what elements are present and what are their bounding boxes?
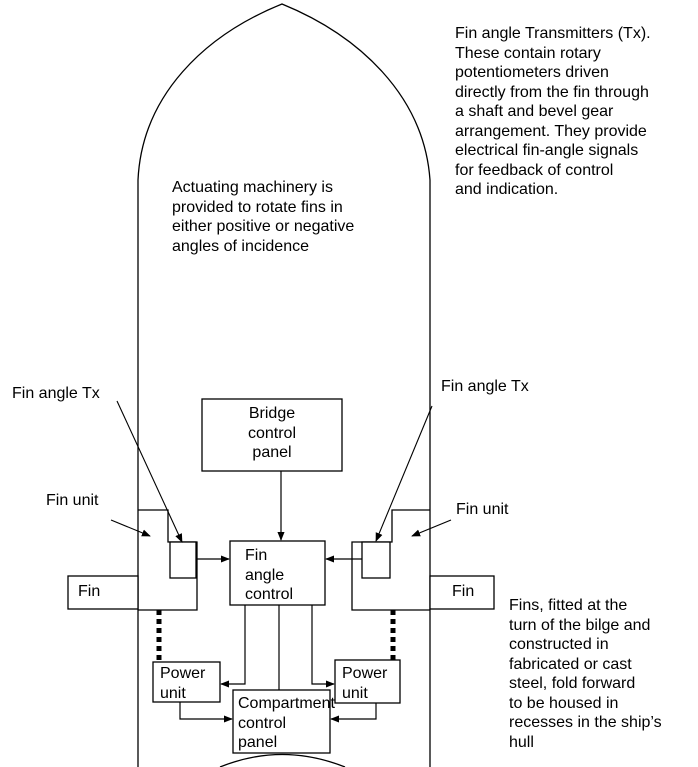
arrow-control-to-right-power: [311, 605, 335, 688]
fins-description: Fins, fitted at the turn of the bilge an…: [509, 597, 662, 751]
right-fin-angle-tx-box: [361, 541, 391, 579]
leader-right-fin-unit: [411, 519, 452, 537]
arrow-control-to-left-power: [220, 605, 246, 688]
left-fin-angle-tx-box: [169, 541, 197, 579]
arrow-left-power-to-compartment: [179, 702, 233, 723]
fin-angle-tx-label-right: Fin angle Tx: [441, 378, 529, 395]
bridge-control-panel-label: Bridge control panel: [247, 405, 297, 461]
left-power-unit-box: [152, 661, 221, 703]
right-fin-box: [429, 575, 495, 610]
fin-angle-tx-label-left: Fin angle Tx: [12, 385, 100, 402]
leader-left-fin-angle-tx: [116, 400, 183, 543]
fin-angle-control-label: Fin angle control: [245, 547, 294, 603]
fin-unit-label-left: Fin unit: [46, 492, 99, 509]
fin-angle-tx-description: Fin angle Transmitters (Tx). These conta…: [455, 25, 651, 198]
right-fin-label: Fin: [452, 583, 475, 600]
right-power-unit-label: Power unit: [342, 665, 388, 702]
left-fin-label: Fin: [78, 583, 101, 600]
right-power-unit-box: [334, 659, 401, 704]
left-power-unit-label: Power unit: [160, 665, 206, 702]
fin-unit-label-right: Fin unit: [456, 501, 509, 518]
fin-angle-control-box: [229, 540, 326, 606]
left-fin-box: [67, 575, 139, 610]
leader-left-fin-unit: [110, 519, 151, 537]
arrow-right-power-to-compartment: [330, 703, 377, 723]
actuating-machinery-note: Actuating machinery is provided to rotat…: [172, 179, 355, 255]
compartment-control-panel-box: [232, 689, 331, 754]
leader-right-fin-angle-tx: [375, 405, 433, 542]
bridge-control-panel-box: [201, 398, 343, 472]
compartment-control-panel-label: Compartment control panel: [238, 695, 335, 751]
ship-hull-outline: [137, 3, 431, 767]
hull-bottom-curve: [219, 753, 346, 767]
